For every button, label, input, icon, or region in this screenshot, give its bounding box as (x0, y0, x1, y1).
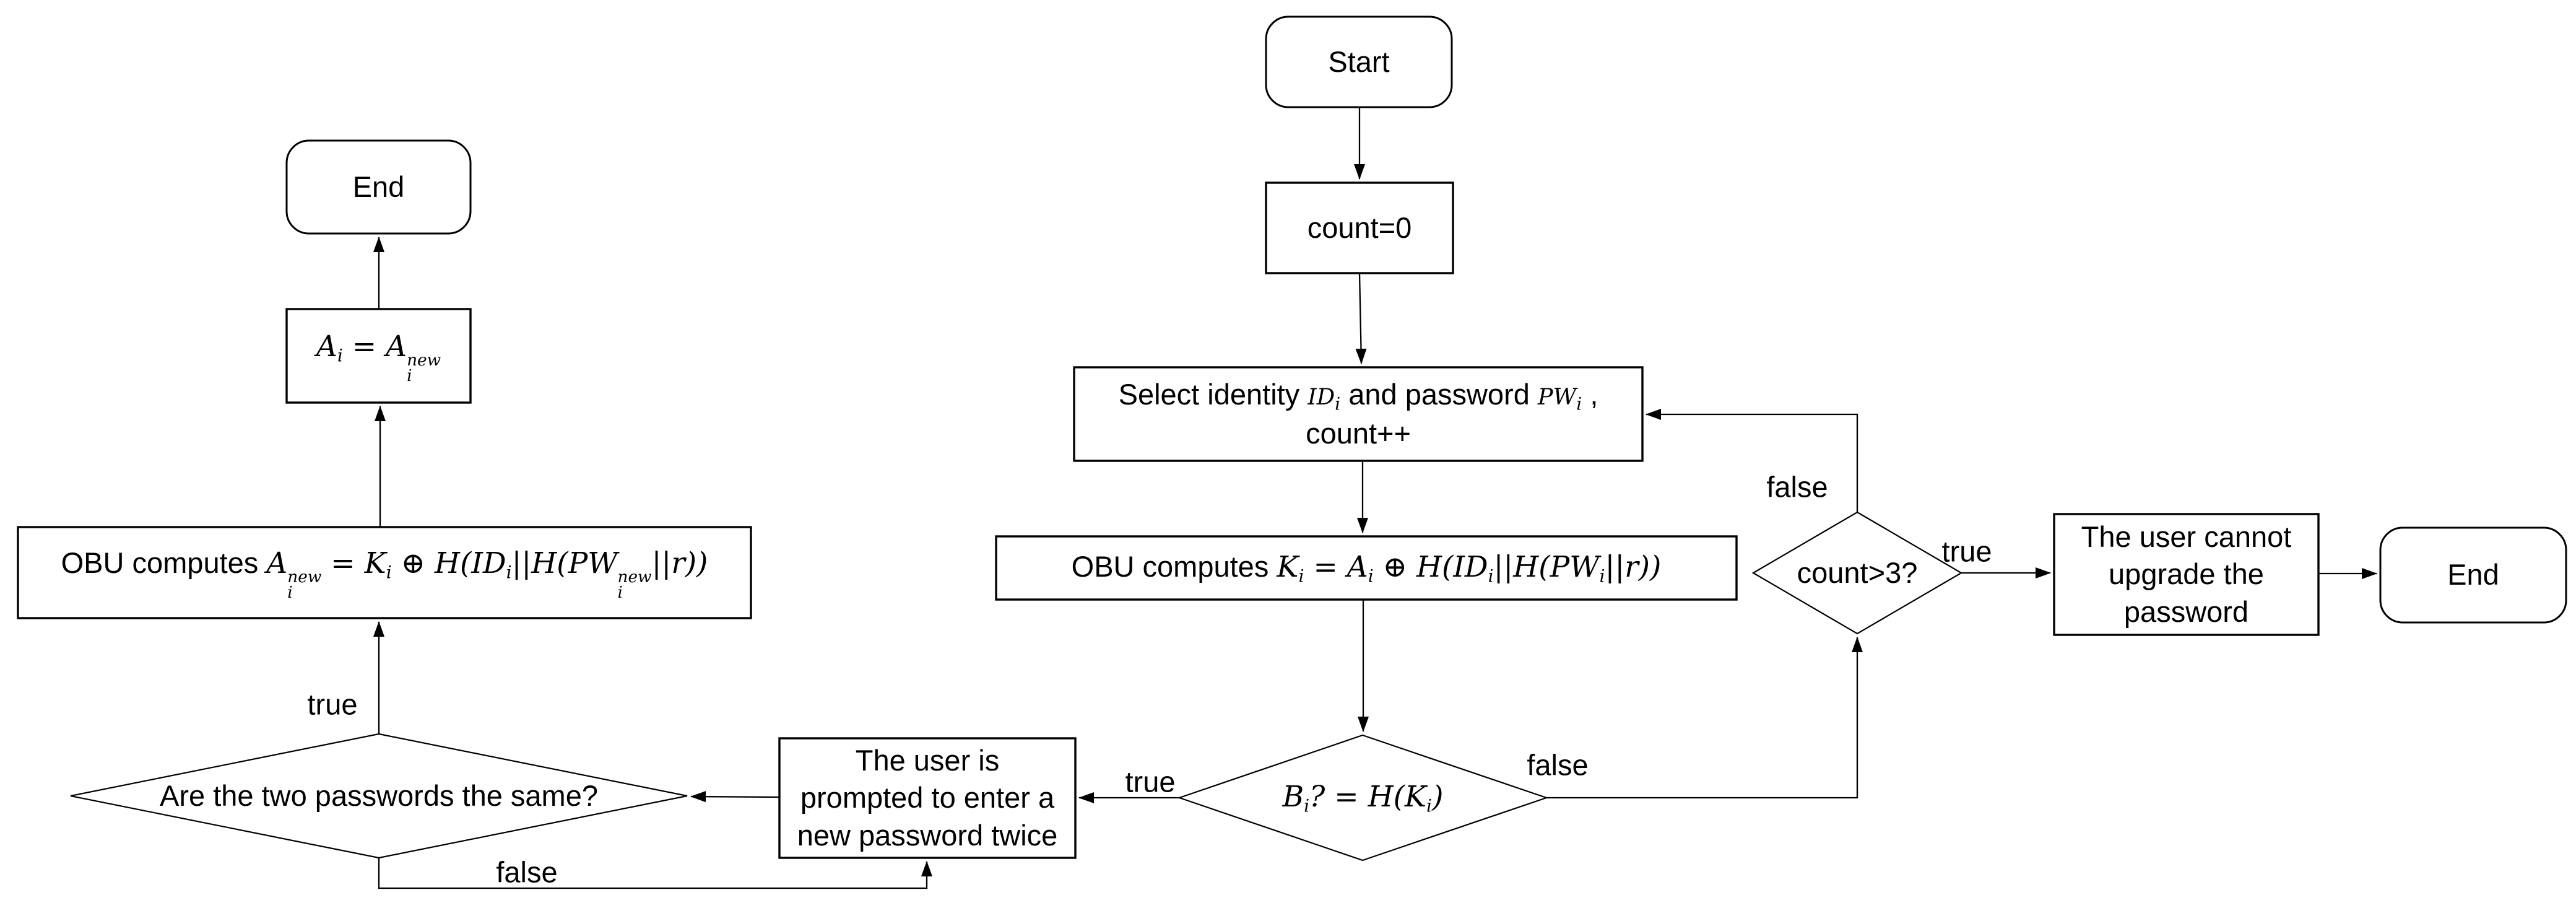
node-check-same-shape (70, 733, 688, 859)
node-end-left-shape (285, 139, 472, 235)
node-start-shape (1265, 15, 1453, 108)
node-check-b-shape (1177, 734, 1549, 862)
node-select-identity-shape (1073, 366, 1644, 462)
node-prompt-new-password-shape (778, 737, 1077, 859)
edge-checkcount-false-to-select (1646, 409, 1858, 512)
edge-checkb-false-to-checkcount (1546, 637, 1863, 799)
node-obu-computes-k-shape (995, 535, 1738, 601)
node-check-count-shape (1751, 511, 1963, 635)
node-assign-a-shape (285, 308, 472, 404)
node-cannot-upgrade-shape (2053, 513, 2320, 636)
node-count-init-shape (1265, 181, 1454, 274)
edge-checksame-false-to-prompt (378, 858, 932, 889)
node-end-right-shape (2379, 526, 2567, 624)
edge-count-to-select (1355, 273, 1367, 364)
node-obu-computes-a-new-shape (17, 526, 752, 619)
